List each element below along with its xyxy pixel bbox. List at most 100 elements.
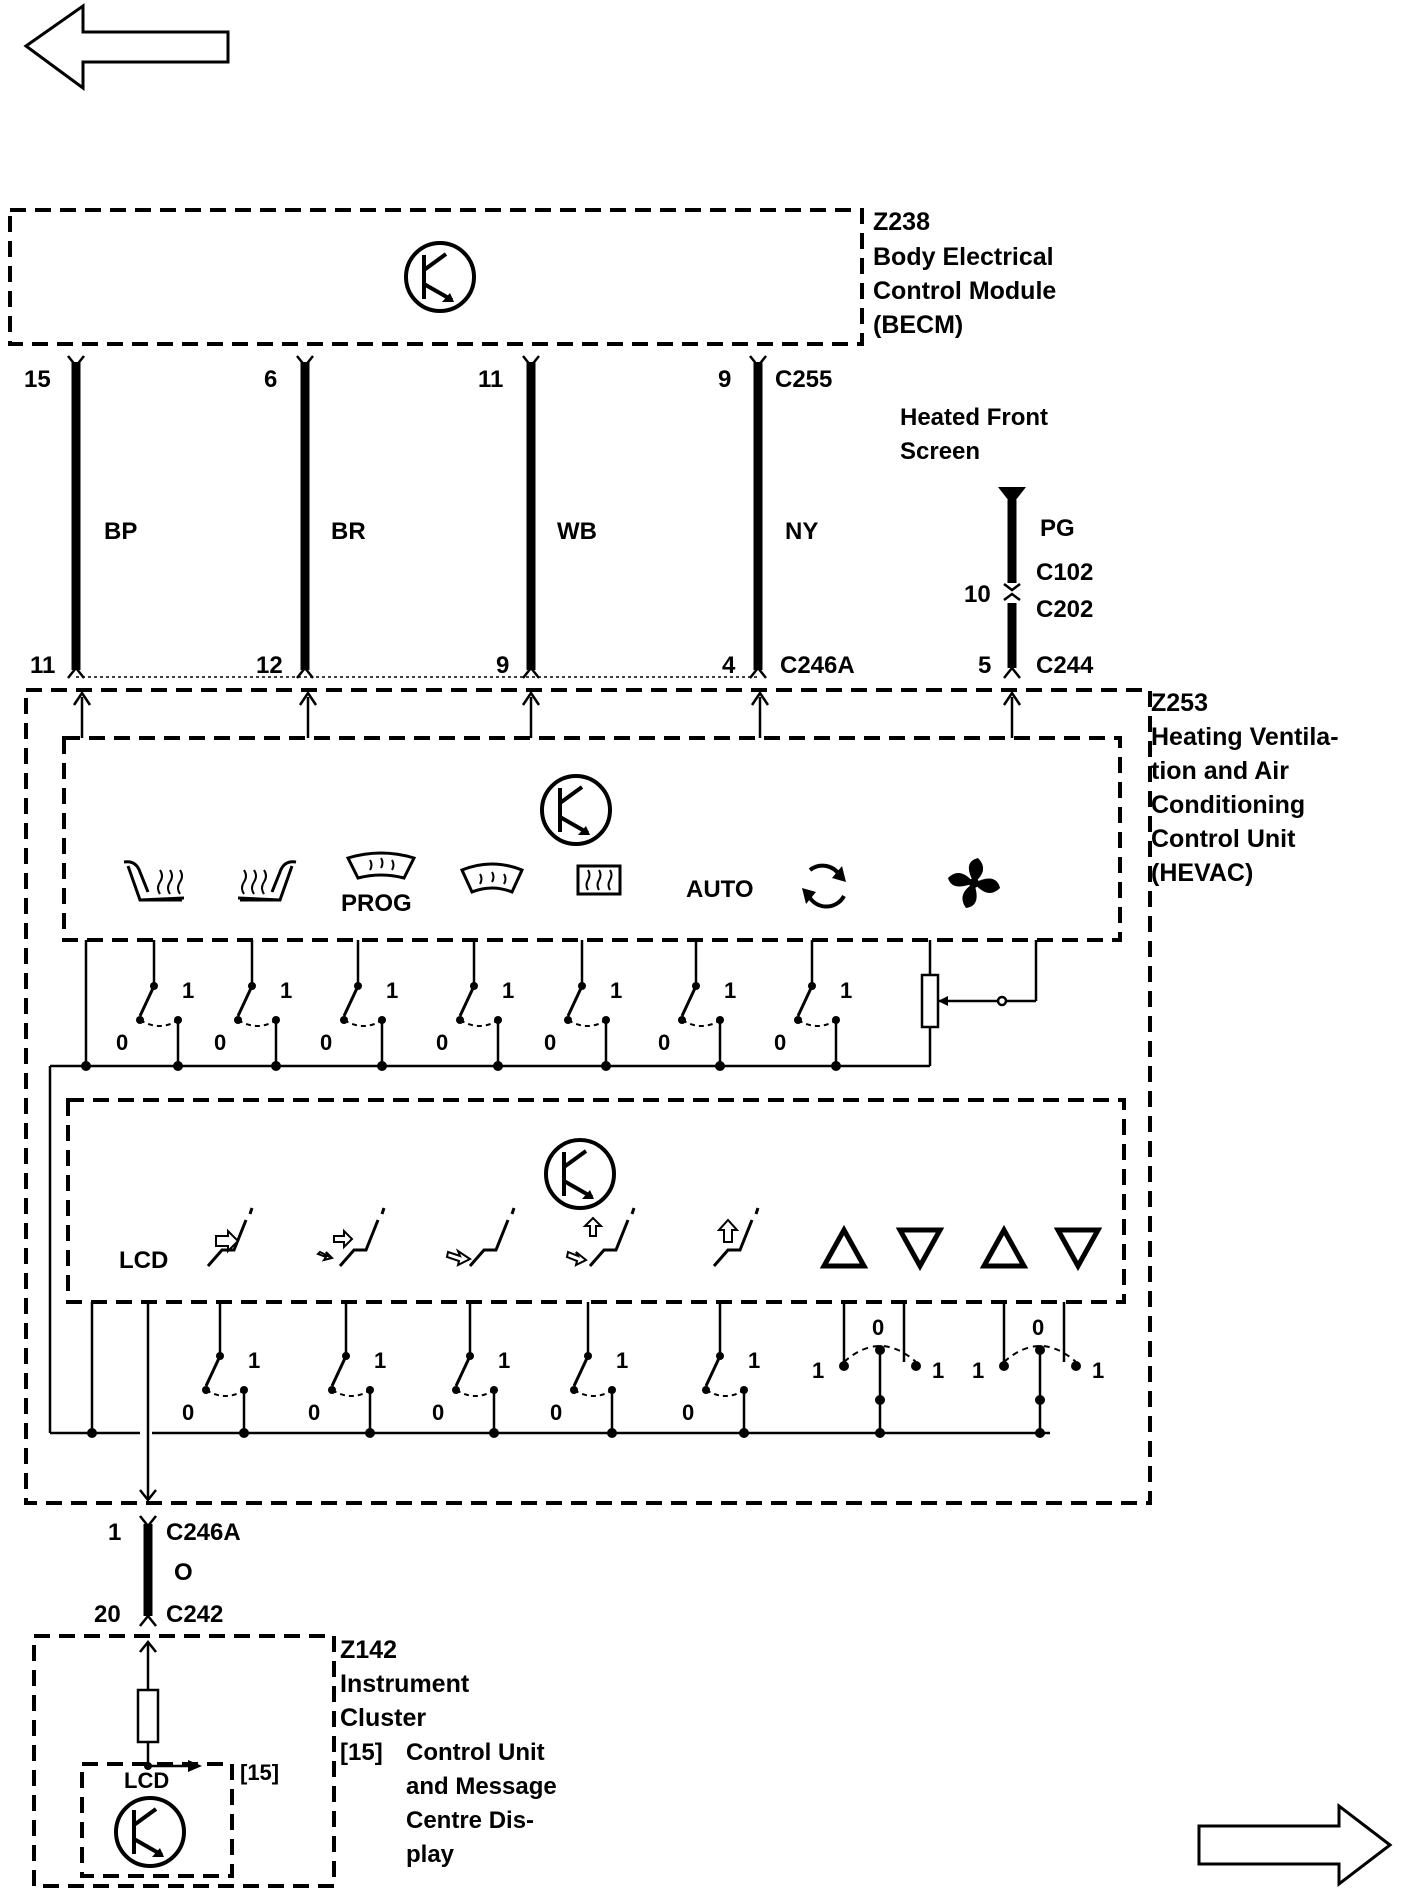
temp-right-down-icon[interactable] — [1053, 1227, 1103, 1272]
wire-pg[interactable] — [998, 487, 1026, 679]
wire-wb[interactable] — [522, 355, 540, 679]
temp-left-down-icon[interactable] — [895, 1227, 945, 1272]
bottom-switch-5-on-label: 1 — [748, 1348, 760, 1373]
temp-rocker-right[interactable] — [999, 1302, 1081, 1438]
cluster-name-line1: Instrument — [340, 1670, 470, 1698]
pin-hevac-pg: 5 — [978, 652, 991, 679]
hevac-name-line3: Conditioning — [1151, 791, 1305, 819]
top-switch-6[interactable]: 01 — [658, 940, 736, 1071]
bottom-switch-1[interactable]: 01 — [182, 1302, 260, 1438]
temp-rocker-right-0: 0 — [1032, 1315, 1044, 1340]
bottom-switch-3-on-label: 1 — [498, 1348, 510, 1373]
pin-becm-wb: 11 — [478, 366, 503, 393]
top-switch-2[interactable]: 01 — [214, 940, 292, 1071]
temp-left-up-icon[interactable] — [819, 1224, 869, 1269]
top-switch-5-off-label: 0 — [544, 1030, 556, 1055]
bottom-switch-4[interactable]: 01 — [550, 1302, 628, 1438]
pin-inline-10: 10 — [964, 581, 991, 608]
wire-bp[interactable] — [67, 355, 85, 679]
wire-o[interactable] — [139, 1515, 157, 1627]
top-switch-7[interactable]: 01 — [774, 940, 852, 1071]
top-switch-4[interactable]: 01 — [436, 940, 514, 1071]
pin-hevac-bp: 11 — [30, 652, 55, 679]
wire-color-wb: WB — [557, 518, 597, 545]
temp-rocker-right-1b: 1 — [1092, 1358, 1104, 1383]
pin-hevac-br: 12 — [256, 652, 283, 679]
vent-feet-screen-icon[interactable] — [565, 1207, 636, 1267]
temp-right-up-icon[interactable] — [979, 1224, 1029, 1269]
connector-c244: C244 — [1036, 652, 1094, 679]
becm-transistor-icon — [404, 241, 476, 313]
becm-code: Z238 — [873, 208, 930, 236]
hevac-code: Z253 — [1151, 689, 1208, 717]
top-switch-1-off-label: 0 — [116, 1030, 128, 1055]
hevac-internal-feeds — [72, 690, 1022, 738]
bottom-switch-3[interactable]: 01 — [432, 1302, 510, 1438]
bottom-panel-transistor-icon — [544, 1138, 616, 1210]
top-switch-3-off-label: 0 — [320, 1030, 332, 1055]
hevac-top-panel — [62, 736, 1122, 942]
top-switch-3[interactable]: 01 — [320, 940, 398, 1071]
fan-icon[interactable] — [948, 858, 1000, 908]
wire-color-bp: BP — [104, 518, 137, 545]
cluster-desc-line1: Control Unit — [406, 1739, 545, 1766]
heated-front-screen-title-line1: Heated Front — [900, 404, 1048, 431]
rear-window-heat-icon[interactable] — [576, 864, 622, 896]
hevac-name-line1: Heating Ventila- — [1151, 723, 1339, 751]
bottom-switch-4-off-label: 0 — [550, 1400, 562, 1425]
bottom-switch-5-off-label: 0 — [682, 1400, 694, 1425]
pin-becm-bp: 15 — [24, 366, 51, 393]
cluster-desc-line3: Centre Dis- — [406, 1807, 534, 1834]
windscreen-heat-icon[interactable] — [345, 851, 417, 880]
cluster-code: Z142 — [340, 1636, 397, 1664]
connector-c102: C102 — [1036, 559, 1093, 586]
bottom-switch-2-on-label: 1 — [374, 1348, 386, 1373]
top-switch-5[interactable]: 01 — [544, 940, 622, 1071]
vent-face-icon[interactable] — [206, 1207, 254, 1267]
top-switch-1-on-label: 1 — [182, 978, 194, 1003]
recirculation-icon[interactable] — [802, 863, 846, 909]
cluster-name-line2: Cluster — [340, 1704, 426, 1732]
vent-face-feet-icon[interactable] — [316, 1207, 386, 1267]
top-switch-7-off-label: 0 — [774, 1030, 786, 1055]
front-demist-icon[interactable] — [459, 862, 525, 894]
top-switch-2-on-label: 1 — [280, 978, 292, 1003]
top-switch-4-off-label: 0 — [436, 1030, 448, 1055]
connector-c246a-bottom: C246A — [166, 1519, 241, 1546]
hevac-name-line5: (HEVAC) — [1151, 859, 1253, 887]
lcd-label: LCD — [119, 1247, 168, 1274]
wire-color-pg: PG — [1040, 515, 1075, 542]
pin-hevac-ny: 4 — [722, 652, 736, 679]
forward-arrow-icon[interactable] — [1197, 1802, 1393, 1888]
top-switch-4-on-label: 1 — [502, 978, 514, 1003]
vent-feet-icon[interactable] — [445, 1207, 516, 1267]
wire-color-ny: NY — [785, 518, 818, 545]
bottom-switch-5[interactable]: 01 — [682, 1302, 760, 1438]
becm-name-line3: (BECM) — [873, 311, 963, 339]
top-switch-6-on-label: 1 — [724, 978, 736, 1003]
bottom-switch-2[interactable]: 01 — [308, 1302, 386, 1438]
cluster-desc-line4: play — [406, 1841, 455, 1868]
bottom-switch-1-on-label: 1 — [248, 1348, 260, 1373]
wire-color-br: BR — [331, 518, 366, 545]
wire-br[interactable] — [296, 355, 314, 679]
auto-label: AUTO — [686, 876, 754, 903]
pin-hevac-wb: 9 — [496, 652, 509, 679]
instrument-cluster-box — [32, 1634, 336, 1888]
cluster-internal-circuit — [136, 1639, 202, 1772]
heated-seat-left-icon[interactable] — [123, 860, 185, 902]
wire-color-o: O — [174, 1559, 193, 1586]
top-switch-7-on-label: 1 — [840, 978, 852, 1003]
vent-screen-icon[interactable] — [712, 1207, 760, 1267]
cluster-lcd-label: LCD — [124, 1768, 169, 1793]
heated-seat-right-icon[interactable] — [237, 860, 297, 902]
temp-rocker-left[interactable] — [839, 1302, 921, 1438]
temp-rocker-right-1a: 1 — [972, 1358, 984, 1383]
wire-ny[interactable] — [749, 355, 767, 679]
cluster-desc-line2: and Message — [406, 1773, 557, 1800]
back-arrow-icon[interactable] — [23, 3, 230, 91]
pin-becm-br: 6 — [264, 366, 277, 393]
top-switch-1[interactable]: 01 — [116, 940, 194, 1071]
temp-rocker-left-0: 0 — [872, 1315, 884, 1340]
